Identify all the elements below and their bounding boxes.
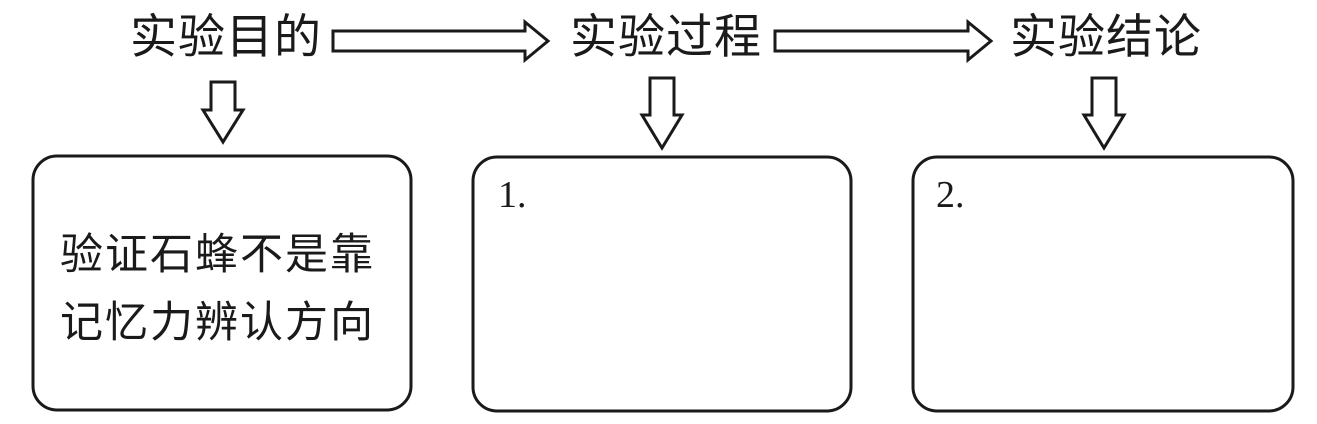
right-arrow-2 (773, 18, 994, 64)
right-arrow-1 (331, 18, 551, 64)
purpose-line-1: 验证石蜂不是靠 (60, 230, 375, 280)
box-purpose (31, 154, 413, 412)
heading-process: 实验过程 (570, 10, 762, 65)
down-arrow-1 (200, 80, 246, 145)
heading-purpose: 实验目的 (130, 10, 322, 65)
conclusion-number: 2. (936, 174, 965, 216)
box-process (471, 155, 853, 413)
box-conclusion (911, 155, 1295, 413)
process-number: 1. (498, 174, 527, 216)
heading-conclusion: 实验结论 (1010, 10, 1202, 65)
purpose-line-2: 记忆力辨认方向 (60, 298, 375, 348)
down-arrow-3 (1081, 76, 1127, 151)
down-arrow-2 (639, 76, 685, 151)
